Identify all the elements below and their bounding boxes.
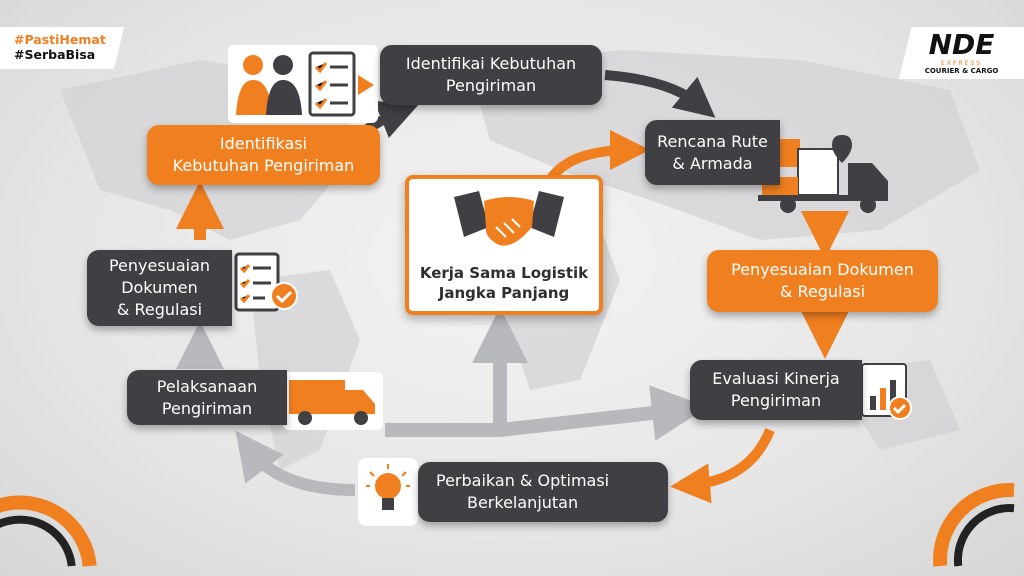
arrow-base-line bbox=[385, 385, 708, 441]
arrow-top-to-rute bbox=[604, 70, 716, 118]
step-label: Identifikasi bbox=[219, 134, 308, 153]
lightbulb-icon bbox=[358, 458, 418, 526]
step-label: Penyesuaian Dokumen bbox=[731, 260, 914, 279]
center-line2: Jangka Panjang bbox=[438, 284, 570, 302]
step-label: Dokumen bbox=[121, 278, 198, 297]
step-label: Pengiriman bbox=[161, 398, 253, 418]
step-label: Evaluasi Kinerja bbox=[712, 369, 840, 388]
chart-check-icon bbox=[861, 363, 912, 420]
step-label: Rencana Rute bbox=[657, 131, 768, 151]
right-ring-inner bbox=[953, 504, 1015, 567]
logo-express: EXPRESS bbox=[940, 60, 983, 67]
arrow-perbaikan-to-pelaksanaan bbox=[235, 430, 356, 496]
people-checklist-icon bbox=[228, 45, 378, 123]
left-ring-inner bbox=[0, 515, 76, 567]
right-ring-outer bbox=[933, 483, 1015, 567]
left-ring-outer bbox=[0, 495, 97, 567]
step-label: & Regulasi bbox=[116, 300, 203, 319]
step-label: Pelaksanaan bbox=[156, 376, 258, 396]
step-label: Pengiriman bbox=[730, 391, 822, 410]
step-label: & Regulasi bbox=[779, 282, 866, 301]
step-label: Kebutuhan Pengiriman bbox=[172, 156, 355, 175]
center-line1: Kerja Sama Logistik bbox=[419, 264, 589, 282]
step-label: & Armada bbox=[672, 153, 753, 173]
logo-brand: NDE bbox=[928, 28, 995, 61]
hashtag-badge: #PastiHemat #SerbaBisa bbox=[0, 27, 124, 69]
step-label: Penyesuaian bbox=[108, 256, 211, 275]
step-label: Identifikai Kebutuhan bbox=[405, 54, 577, 73]
hashtag-serbabisa: #SerbaBisa bbox=[14, 47, 96, 62]
hashtag-pastihemat: #PastiHemat bbox=[14, 32, 106, 47]
center-kerja-sama-card: Kerja Sama Logistik Jangka Panjang bbox=[405, 175, 603, 315]
logo-tagline: COURIER & CARGO bbox=[924, 67, 999, 75]
nde-logo: NDE EXPRESS COURIER & CARGO bbox=[899, 27, 1024, 79]
step-label: Perbaikan & Optimasi bbox=[436, 471, 610, 490]
truck-icon bbox=[283, 372, 383, 430]
step-label: Pengiriman bbox=[445, 76, 537, 95]
step-rencana-rute: Rencana Rute& Armada bbox=[645, 120, 780, 185]
arrow-evaluasi-to-perbaikan bbox=[670, 428, 775, 504]
handshake-icon bbox=[454, 191, 564, 246]
step-penyesuaian-dokumen-right: Penyesuaian Dokumen & Regulasi bbox=[707, 250, 938, 312]
document-check-icon bbox=[234, 252, 298, 312]
step-label: Berkelanjutan bbox=[466, 493, 579, 512]
